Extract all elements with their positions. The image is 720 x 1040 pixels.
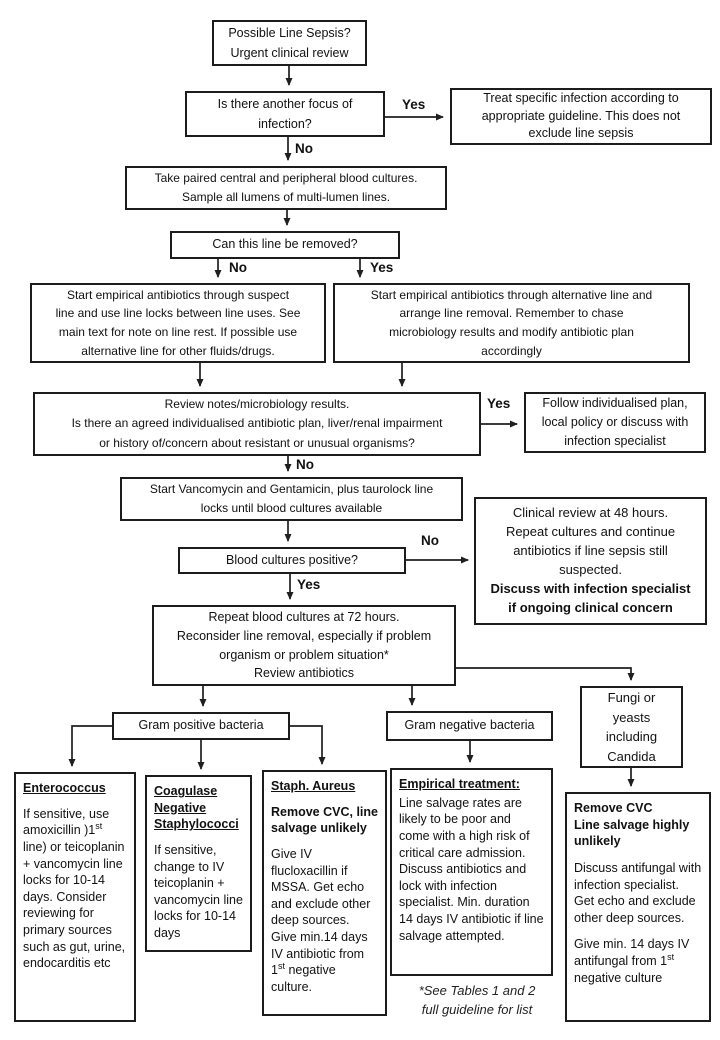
arrow-repeat72-to-fungi [456, 667, 635, 681]
superscript-st: st [277, 961, 285, 972]
enterococcus-title: Enterococcus [23, 781, 106, 795]
edge-label-yes: Yes [297, 577, 321, 592]
edge-label-no: No [296, 457, 314, 472]
staph-body-text-cont: negative culture. [271, 963, 336, 994]
node-fungal-treatment: Remove CVC Line salvage highly unlikely … [565, 792, 711, 1022]
footnote: *See Tables 1 and 2 full guideline for l… [418, 983, 536, 1017]
edge-label-no: No [229, 260, 247, 275]
node-coagulase-negative-staphylococci: Coagulase Negative Staphylococci If sens… [145, 775, 252, 952]
cons-body: If sensitive, change to IV teicoplanin +… [154, 842, 243, 940]
fungaltx-title: Remove CVC Line salvage highly unlikely [574, 801, 690, 849]
staph-subtitle: Remove CVC, line salvage unlikely [271, 804, 378, 836]
superscript-st: st [667, 951, 675, 962]
node-possible-line-sepsis: Possible Line Sepsis? Urgent clinical re… [212, 20, 367, 66]
node-antibiotics-suspect-line: Start empirical antibiotics through susp… [30, 283, 326, 363]
enterococcus-body-text: If sensitive, use amoxicillin )1 [23, 806, 110, 838]
node-another-focus-question: Is there another focus of infection? [185, 91, 385, 137]
arrow-grampos-to-staph [290, 725, 326, 765]
edge-label-yes: Yes [370, 260, 394, 275]
arrow-grampos-to-enterococcus [68, 725, 112, 767]
edge-label-no: No [295, 141, 313, 156]
node-gram-positive: Gram positive bacteria [112, 712, 290, 740]
node-start-vancomycin-gentamicin: Start Vancomycin and Gentamicin, plus ta… [120, 477, 463, 521]
cons-title: Coagulase Negative Staphylococci [154, 784, 239, 832]
node-antibiotics-alternative-line: Start empirical antibiotics through alte… [333, 283, 690, 363]
node-treat-specific-infection: Treat specific infection according to ap… [450, 88, 712, 145]
node-blood-cultures-positive-question: Blood cultures positive? [178, 547, 406, 574]
staph-body: Give IV flucloxacillin if MSSA. Get echo… [271, 846, 378, 996]
empirical-body: Line salvage rates are likely to be poor… [399, 795, 544, 943]
empirical-title: Empirical treatment: [399, 777, 520, 791]
superscript-st: st [95, 821, 103, 832]
edge-label-yes: Yes [402, 97, 426, 112]
node-repeat-cultures-72h: Repeat blood cultures at 72 hours. Recon… [152, 605, 456, 686]
node-clinical-review-48h: Clinical review at 48 hours. Repeat cult… [474, 497, 707, 625]
node-line-removed-question: Can this line be removed? [170, 231, 400, 259]
staph-title: Staph. Aureus [271, 779, 356, 793]
review48-bold-text: Discuss with infection specialist if ong… [490, 580, 691, 615]
fungaltx-body1: Discuss antifungal with infection specia… [574, 860, 702, 925]
node-gram-negative-empirical-treatment: Empirical treatment: Line salvage rates … [390, 768, 553, 976]
staph-body-text: Give IV flucloxacillin if MSSA. Get echo… [271, 846, 371, 978]
node-staph-aureus: Staph. Aureus Remove CVC, line salvage u… [262, 770, 387, 1016]
node-fungi-yeasts: Fungi or yeasts including Candida [580, 686, 683, 768]
enterococcus-body-text-cont: line) or teicoplanin + vancomycin line l… [23, 839, 126, 971]
fungaltx-body2-text-cont: negative culture [574, 970, 663, 985]
node-review-notes-question: Review notes/microbiology results. Is th… [33, 392, 481, 456]
edge-label-no: No [421, 533, 439, 548]
node-take-paired-cultures: Take paired central and peripheral blood… [125, 166, 447, 210]
node-enterococcus: Enterococcus If sensitive, use amoxicill… [14, 772, 136, 1022]
node-follow-individualised-plan: Follow individualised plan, local policy… [524, 392, 706, 453]
node-gram-negative: Gram negative bacteria [386, 711, 553, 741]
fungaltx-body2: Give min. 14 days IV antifungal from 1st… [574, 936, 702, 986]
review48-normal-text: Clinical review at 48 hours. Repeat cult… [505, 505, 676, 577]
enterococcus-body: If sensitive, use amoxicillin )1st line)… [23, 806, 127, 972]
fungaltx-body2-text: Give min. 14 days IV antifungal from 1 [574, 937, 690, 968]
edge-label-yes: Yes [487, 396, 511, 411]
